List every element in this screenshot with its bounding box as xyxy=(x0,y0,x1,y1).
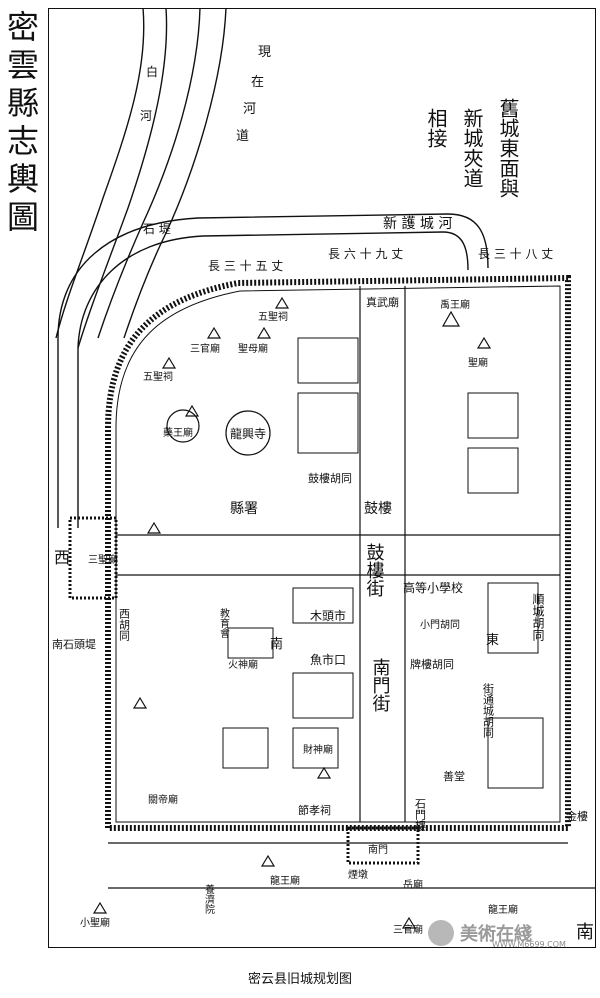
river-label-he: 河 xyxy=(140,109,152,123)
shimenlou-label: 石門樓 xyxy=(414,798,427,832)
yu-st-label: 魚市口 xyxy=(310,652,346,667)
main-streets xyxy=(116,286,560,822)
annotation-line-3: 相接 xyxy=(424,108,448,148)
temple-sanguan2-label: 三官廟 xyxy=(393,923,423,936)
temple-longwang2-label: 龍王廟 xyxy=(488,903,518,916)
shuncheng-label: 順城胡同 xyxy=(531,593,545,642)
dike-left-label: 南石頭堤 xyxy=(52,638,96,651)
south-moat xyxy=(108,842,596,889)
south-gate-label: 南門 xyxy=(368,843,388,856)
annotation-line-2: 新城夾道 xyxy=(460,108,484,188)
yaowang-circle xyxy=(166,409,200,443)
jieyi-label: 節孝祠 xyxy=(298,803,331,817)
south-big-label: 南 xyxy=(576,922,594,943)
temple-zhenwu-label: 真武廟 xyxy=(366,295,399,309)
yangji-label: 養濟院 xyxy=(203,883,215,915)
river-label-bai: 白 xyxy=(146,64,158,79)
watermark: 美術在綫 WWW.M6699.COM xyxy=(428,918,594,952)
river-label-zai: 在 xyxy=(251,75,264,90)
map-frame xyxy=(48,8,596,948)
city-blocks xyxy=(222,337,544,789)
temple-sanguan-label: 三官廟 xyxy=(190,342,220,355)
school-label: 高等小學校 xyxy=(403,580,463,595)
south-gate-st-label: 南門街 xyxy=(370,658,391,712)
map-title: 密雲縣志輿圖 xyxy=(2,10,40,238)
longxing-label: 龍興寺 xyxy=(230,426,266,441)
temple-yuwang-label: 禹王廟 xyxy=(440,298,470,311)
paifang-label: 牌樓胡同 xyxy=(410,657,454,671)
moat-lines xyxy=(57,213,489,528)
longxing-temple xyxy=(225,410,271,456)
watermark-name: 美術在綫 xyxy=(460,924,532,945)
west-gate-label: 西 xyxy=(54,548,70,567)
temple-caishen-label: 財神廟 xyxy=(303,743,333,756)
temple-xiaosheng-label: 小聖廟 xyxy=(80,916,110,929)
temple-huoshen-label: 火神廟 xyxy=(228,658,258,671)
temple-sheng-label: 聖廟 xyxy=(468,356,488,369)
river-label-dao: 道 xyxy=(236,129,249,144)
yamen-label: 縣署 xyxy=(230,501,258,517)
river-lines xyxy=(55,8,227,349)
temple-wusheng-label: 五聖祠 xyxy=(258,310,288,323)
annotation-line-1: 舊城東面與 xyxy=(496,98,520,198)
shantang-label: 善堂 xyxy=(443,769,465,783)
jiaoyu-label: 教育會 xyxy=(218,607,230,638)
muye-st-label: 木頭市 xyxy=(310,608,346,623)
river-label-xian: 現 xyxy=(258,45,271,60)
west-gate-barbican xyxy=(68,516,118,600)
south-gate-barbican xyxy=(346,826,420,865)
jinlou-label: 金樓 xyxy=(566,809,588,823)
watermark-url: WWW.M6699.COM xyxy=(492,940,566,949)
annotation-block: 舊城東面與 新城夾道 相接 xyxy=(424,98,520,198)
road-top-label: 新 護 城 河 xyxy=(383,216,452,232)
temple-sansheng-label: 三聖廟 xyxy=(88,553,118,566)
measure-label-2: 長 六 十 九 丈 xyxy=(328,247,403,261)
xiaomen-label: 小門胡同 xyxy=(420,618,460,631)
drum-tower-label: 鼓樓 xyxy=(364,501,392,517)
drum-tower-alley-label: 鼓樓胡同 xyxy=(308,471,352,485)
river-label-he2: 河 xyxy=(243,102,256,117)
east-gate-label: 東 xyxy=(486,632,499,648)
xicheng-label: 西胡同 xyxy=(118,608,131,642)
watermark-logo-icon xyxy=(428,920,454,946)
temple-guandi-label: 關帝廟 xyxy=(148,793,178,806)
map-caption: 密云县旧城规划图 xyxy=(247,972,352,987)
dongguan-label: 街通城胡同 xyxy=(482,682,495,739)
west-small-label: 南 xyxy=(270,636,283,652)
temple-markers xyxy=(92,296,492,929)
temple-yue-label: 岳廟 xyxy=(403,878,423,891)
city-wall xyxy=(105,274,571,831)
city-map: 白 河 現 在 河 道 舊城東面與 新城夾道 相接 新 護 城 河 石 堤 長 … xyxy=(52,8,596,943)
drum-tower-st-label: 鼓樓街 xyxy=(364,543,385,597)
temple-wusheng2-label: 五聖祠 xyxy=(143,370,173,383)
measure-label-3: 長 三 十 八 丈 xyxy=(478,247,553,261)
yanhui-label: 煙墩 xyxy=(348,868,368,881)
temple-longwang-label: 龍王廟 xyxy=(270,874,300,887)
dike-label: 石 堤 xyxy=(143,222,171,236)
measure-label-1: 長 三 十 五 丈 xyxy=(208,259,283,273)
temple-shengmu-label: 聖母廟 xyxy=(238,342,268,355)
